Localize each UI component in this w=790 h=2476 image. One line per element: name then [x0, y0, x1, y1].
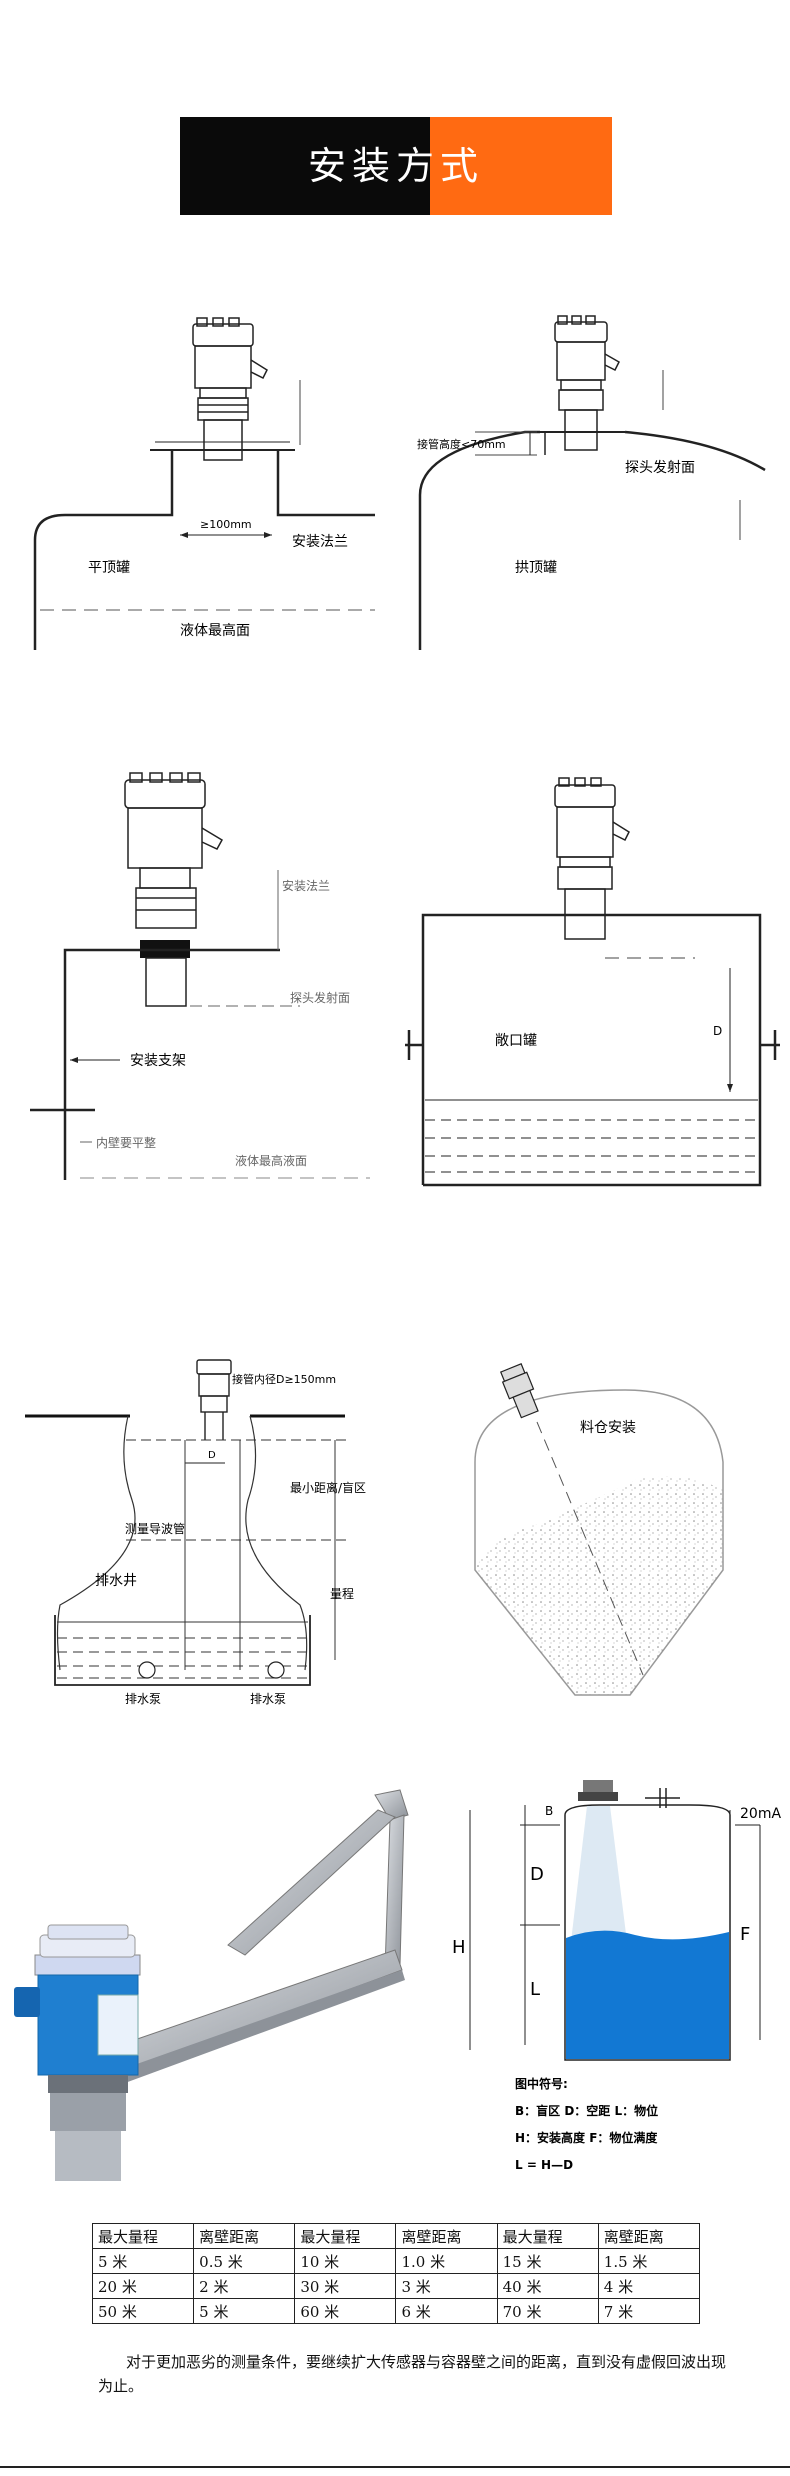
table-header-cell: 最大量程 — [496, 2223, 599, 2249]
distance-d-label: D — [713, 1024, 722, 1038]
legend-title: 图中符号: — [515, 2076, 568, 2091]
silo-diagram: 料仓安装 — [474, 1363, 724, 1696]
sensor-icon — [499, 1363, 539, 1419]
table-cell: 15 米 — [496, 2248, 599, 2274]
sensor-icon — [196, 1359, 232, 1440]
flange-label: 安装法兰 — [292, 534, 348, 550]
pump-label-2: 排水泵 — [250, 1692, 286, 1706]
sensor-icon — [554, 315, 620, 451]
pump-label-1: 排水泵 — [125, 1692, 161, 1706]
flange-label: 安装法兰 — [282, 878, 330, 893]
table-row: 20 米 2 米 30 米 3 米 40 米 4 米 — [91, 2273, 701, 2299]
table-cell: 30 米 — [294, 2273, 397, 2299]
table-header-cell: 最大量程 — [91, 2223, 195, 2249]
tank-label: 敞口罐 — [495, 1033, 537, 1049]
table-cell: 7 米 — [597, 2298, 701, 2324]
pump-icon — [267, 1661, 285, 1679]
well-label: 排水井 — [95, 1573, 137, 1589]
table-cell: 4 米 — [597, 2273, 701, 2299]
table-cell: 50 米 — [91, 2298, 195, 2324]
blind-zone-label: 最小距离/盲区 — [290, 1480, 366, 1495]
bracket-label: 安装支架 — [130, 1053, 186, 1069]
drainage-well-diagram: 接管内径D≥150mm D 最小距离/盲区 测量导波管 排水井 量程 排水泵 排… — [25, 1359, 366, 1706]
table-header-cell: 最大量程 — [294, 2223, 397, 2249]
guide-pipe-label: 测量导波管 — [125, 1521, 185, 1536]
open-tank-diagram: D 敞口罐 — [405, 777, 780, 1187]
span-f-label: F — [740, 1924, 750, 1945]
legend-line-3: L = H—D — [515, 2158, 573, 2172]
table-header-cell: 离壁距离 — [193, 2223, 296, 2249]
footer-divider — [0, 2466, 790, 2468]
section-banner: 安装方式 — [180, 117, 612, 215]
table-cell: 3 米 — [395, 2273, 498, 2299]
tank-label: 拱顶罐 — [515, 560, 557, 576]
table-cell: 2 米 — [193, 2273, 296, 2299]
level-label: 液体最高液面 — [235, 1153, 307, 1168]
pipe-d-label: D — [208, 1450, 216, 1461]
sensor-icon — [124, 772, 224, 929]
table-header-row: 最大量程 离壁距离 最大量程 离壁距离 最大量程 离壁距离 — [91, 2223, 701, 2249]
table-row: 50 米 5 米 60 米 6 米 70 米 7 米 — [91, 2298, 701, 2324]
silo-label: 料仓安装 — [580, 1420, 636, 1436]
table-cell: 5 米 — [91, 2248, 195, 2274]
table-cell: 20 米 — [91, 2273, 195, 2299]
wall-flat-label: 内壁要平整 — [96, 1135, 156, 1150]
flat-top-tank-diagram: ≥100mm 安装法兰 平顶罐 液体最高面 — [33, 317, 375, 650]
dome-top-tank-diagram: 接管高度<70mm 探头发射面 拱顶罐 — [417, 315, 766, 650]
table-cell: 60 米 — [294, 2298, 397, 2324]
blind-b-label: B — [545, 1804, 553, 1818]
range-label: 量程 — [330, 1586, 354, 1601]
table-cell: 1.5 米 — [597, 2248, 701, 2274]
table-header-cell: 离壁距离 — [395, 2223, 498, 2249]
range-clearance-table: 最大量程 离壁距离 最大量程 离壁距离 最大量程 离壁距离 5 米 0.5 米 … — [91, 2223, 701, 2324]
bracket-mount-diagram: 安装法兰 探头发射面 安装支架 内壁要平整 液体最高液面 — [30, 772, 370, 1180]
table-cell: 6 米 — [395, 2298, 498, 2324]
nozzle-diameter-label: 接管内径D≥150mm — [232, 1372, 336, 1386]
current-label: 20mA — [740, 1806, 781, 1822]
gap-label: ≥100mm — [200, 518, 252, 531]
table-cell: 10 米 — [294, 2248, 397, 2274]
product-photo — [14, 1789, 409, 2181]
legend-line-1: B：盲区 D：空距 L：物位 — [515, 2103, 658, 2118]
level-l-label: L — [530, 1979, 540, 2000]
level-label: 液体最高面 — [180, 622, 250, 639]
probe-face-label: 探头发射面 — [625, 460, 695, 476]
section-title: 安装方式 — [307, 144, 484, 188]
table-cell: 40 米 — [496, 2273, 599, 2299]
height-h-label: H — [452, 1937, 466, 1958]
level-symbol-diagram: 20mA B D L H F 图中符号: B：盲区 D：空距 L：物位 H：安装… — [452, 1780, 781, 2172]
distance-d-label: D — [530, 1864, 544, 1885]
table-header-cell: 离壁距离 — [597, 2223, 701, 2249]
nozzle-height-label: 接管高度<70mm — [417, 437, 506, 451]
table-cell: 0.5 米 — [193, 2248, 296, 2274]
pump-icon — [138, 1661, 156, 1679]
table-row: 5 米 0.5 米 10 米 1.0 米 15 米 1.5 米 — [91, 2248, 701, 2274]
tank-label: 平顶罐 — [88, 560, 130, 576]
banner-orange-block — [430, 117, 612, 215]
table-cell: 1.0 米 — [395, 2248, 498, 2274]
table-cell: 5 米 — [193, 2298, 296, 2324]
probe-face-label: 探头发射面 — [290, 990, 350, 1005]
installation-note: 对于更加恶劣的测量条件，要继续扩大传感器与容器壁之间的距离，直到没有虚假回波出现… — [98, 2353, 727, 2395]
banner-dark-block — [180, 117, 430, 215]
sensor-icon — [192, 317, 268, 461]
table-cell: 70 米 — [496, 2298, 599, 2324]
legend-line-2: H：安装高度 F：物位满度 — [515, 2130, 658, 2145]
